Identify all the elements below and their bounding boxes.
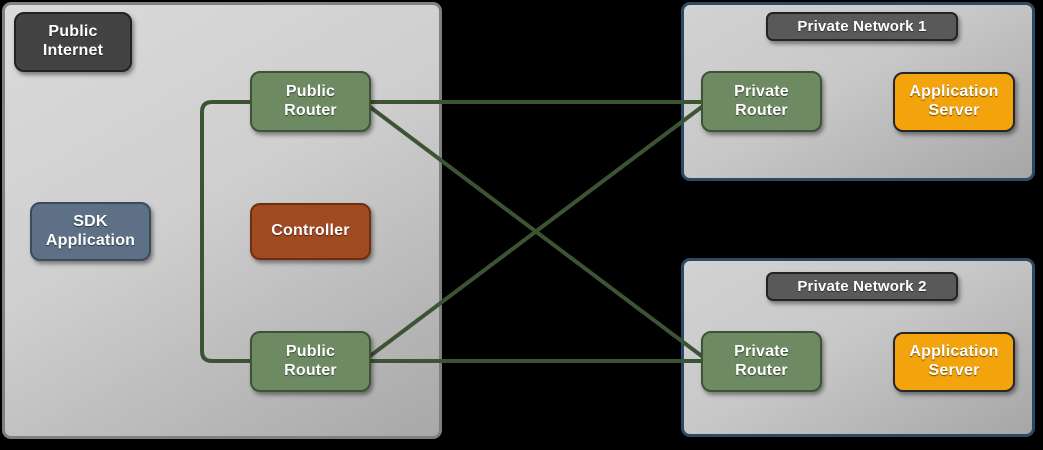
public-router-top-label-line1: Public [285,82,336,100]
application-server-1-label-line1: Application [909,83,999,101]
private-router-1-node[interactable]: Private Router [701,71,822,132]
link-public-router-top-to-public-router-bottom [200,100,252,363]
private-router-2-label-line1: Private [734,342,789,360]
public-router-top-node[interactable]: Public Router [250,71,371,132]
application-server-2-label-line2: Server [928,362,980,379]
sdk-application-label-line2: Application [45,231,136,249]
link-public-router-bottom-to-private-router-1 [368,104,705,358]
private-router-1-label-line1: Private [734,82,789,100]
application-server-1-node[interactable]: Application Server [893,72,1015,132]
private-router-1-label-line2: Router [735,101,788,119]
public-internet-label-line1: Public [48,23,98,41]
private-network-2-title: Private Network 2 [797,277,927,295]
application-server-2-label-line1: Application [909,343,999,361]
private-router-2-label-line2: Router [735,361,788,379]
application-server-1-label-line2: Server [928,102,980,119]
controller-node[interactable]: Controller [250,203,371,260]
private-network-1-title-badge: Private Network 1 [766,12,958,41]
private-network-1-title: Private Network 1 [797,17,927,35]
sdk-application-node[interactable]: SDK Application [30,202,151,261]
public-router-bottom-label-line1: Public [285,342,336,360]
public-router-top-label-line2: Router [284,101,337,119]
public-internet-label-line2: Internet [42,42,104,59]
public-router-bottom-label-line2: Router [284,361,337,379]
sdk-application-label-line1: SDK [73,212,108,230]
public-internet-node[interactable]: Public Internet [14,12,132,72]
controller-label: Controller [271,222,350,240]
private-network-2-title-badge: Private Network 2 [766,272,958,301]
application-server-2-node[interactable]: Application Server [893,332,1015,392]
public-router-bottom-node[interactable]: Public Router [250,331,371,392]
private-router-2-node[interactable]: Private Router [701,331,822,392]
